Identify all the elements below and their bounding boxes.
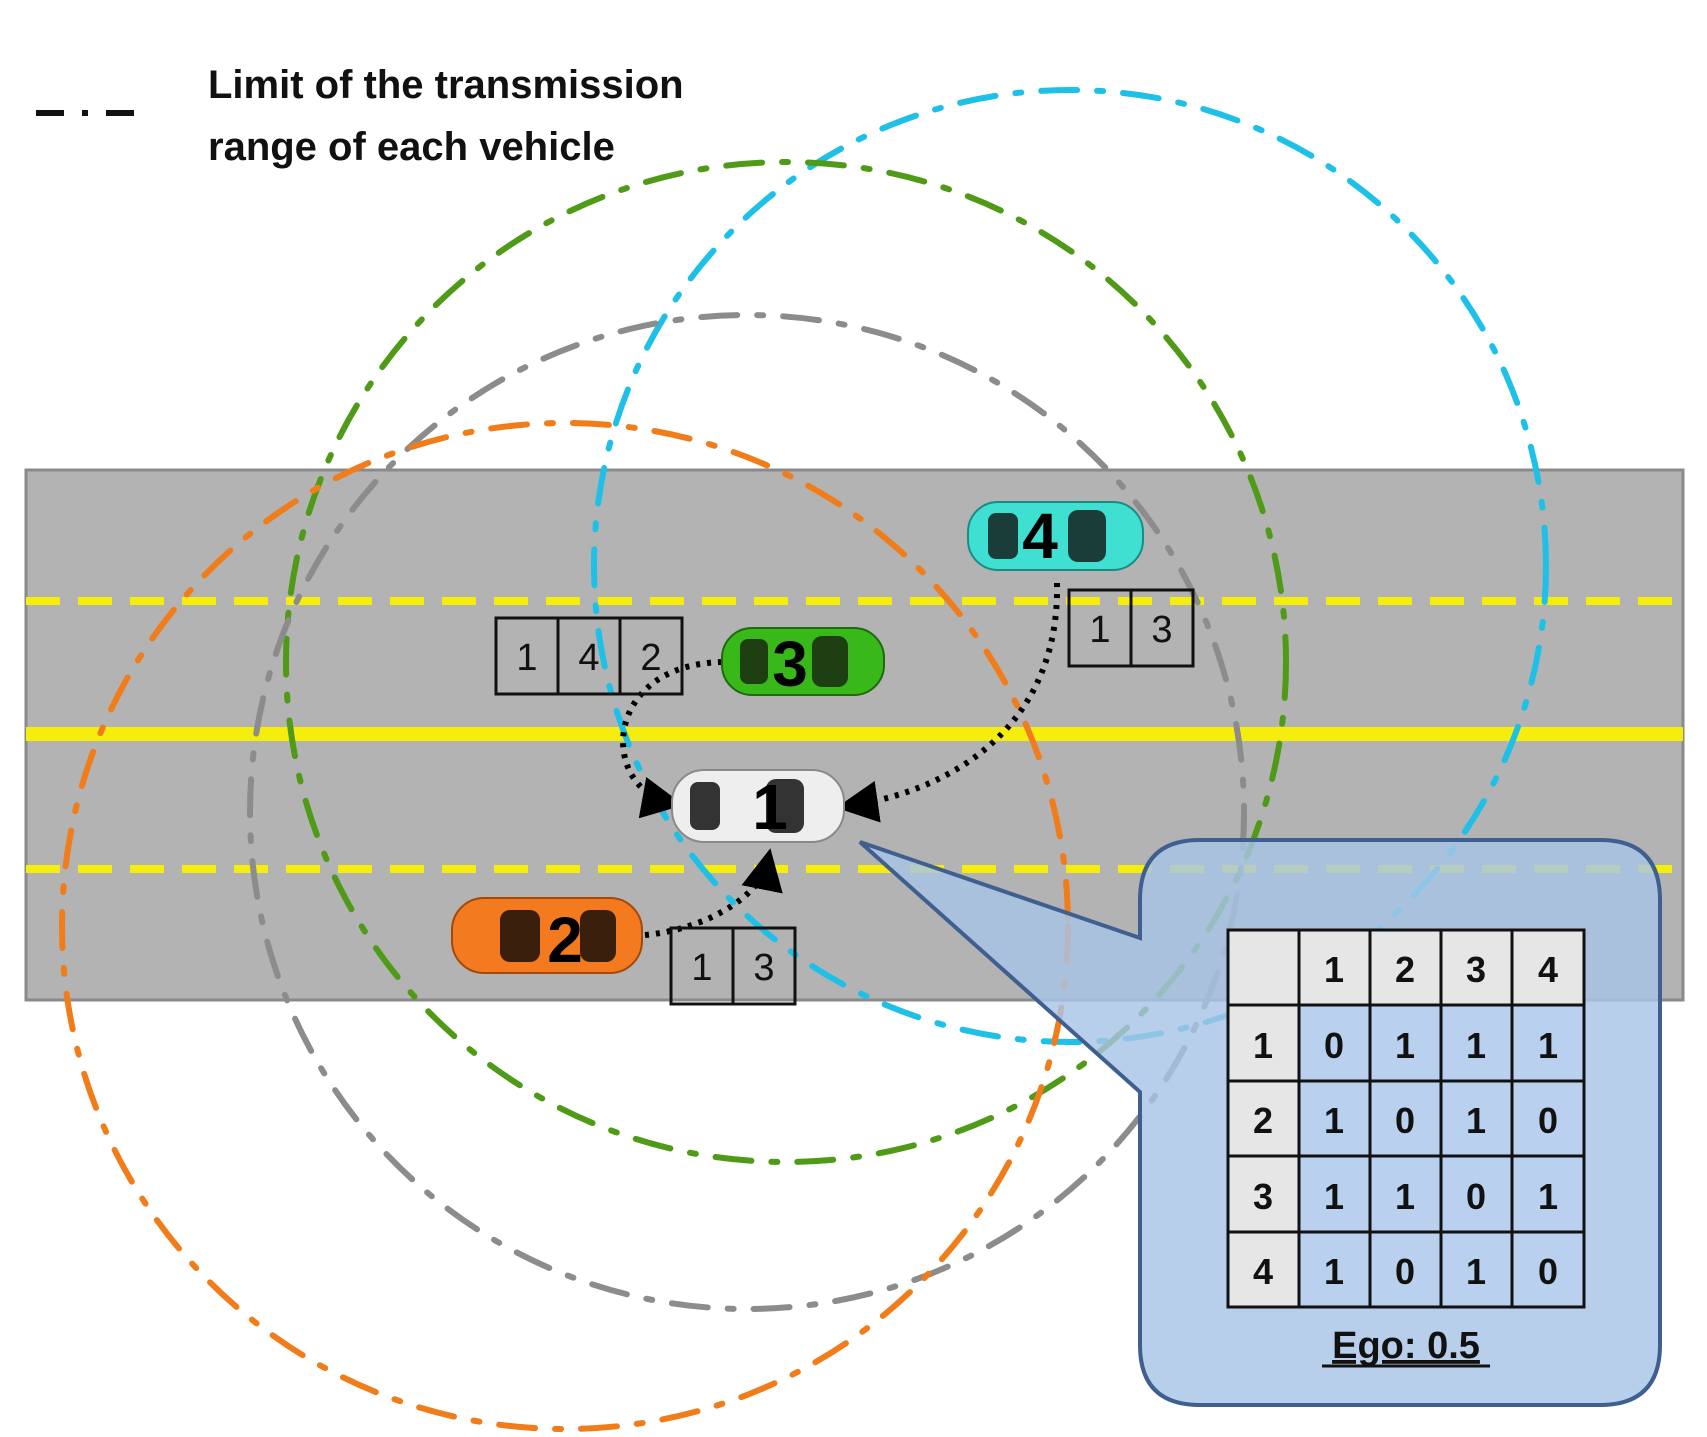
ego-score-label: Ego: 0.5 [1332,1325,1480,1367]
vehicle-3-label: 3 [772,628,808,700]
neighbor-list-vehicle-4: 1 3 [1067,588,1195,668]
vehicle-2-windshield [580,910,616,962]
table-cell: 0 [1395,1100,1415,1141]
neighbor-list-vehicle-3: 1 4 2 [494,616,684,696]
range-circle-vehicle-4 [591,87,1549,1045]
vehicle-4-label: 4 [1022,500,1058,572]
table-cell: 1 [1466,1025,1486,1066]
neighbor-value: 1 [1089,609,1110,651]
adjacency-table-header-col [1228,930,1299,1307]
range-circle-vehicle-3 [283,159,1289,1165]
table-header-cell: 3 [1466,949,1486,990]
table-cell: 1 [1324,1100,1344,1141]
arrow-vehicle3-to-1 [620,659,723,819]
table-cell: 1 [1538,1025,1558,1066]
table-cell: 0 [1466,1176,1486,1217]
table-header-cell: 4 [1538,949,1558,990]
vehicle-1-windshield [766,779,804,833]
table-cell: 0 [1538,1100,1558,1141]
neighbor-value: 3 [1151,609,1172,651]
ego-callout: 1 2 3 4 1 0 1 1 1 2 1 0 1 0 3 1 1 0 1 4 … [858,838,1662,1407]
table-header-cell: 2 [1395,949,1415,990]
table-cell: 0 [1538,1251,1558,1292]
table-cell: 1 [1324,1176,1344,1217]
table-row-header: 3 [1253,1176,1273,1217]
table-cell: 0 [1395,1251,1415,1292]
table-cell: 1 [1538,1176,1558,1217]
neighbor-value: 3 [753,947,774,989]
neighbor-value: 4 [578,637,599,679]
neighbor-cell [618,616,684,696]
table-row-header: 1 [1253,1025,1273,1066]
vehicle-3: 3 [721,627,885,700]
table-cell: 1 [1324,1251,1344,1292]
legend-text-line2: range of each vehicle [208,125,615,169]
vehicle-1-label: 1 [752,771,788,843]
legend-text-line1: Limit of the transmission [208,63,684,107]
table-row-header: 2 [1253,1100,1273,1141]
neighbor-value: 1 [516,637,537,679]
vehicle-2-rear-window [500,910,540,962]
range-circle-vehicle-1 [247,312,1247,1312]
vehicle-2-label: 2 [547,904,583,976]
vehicle-4: 4 [967,500,1144,572]
vehicle-2: 2 [451,897,643,976]
neighbor-cell [731,926,797,1006]
vehicle-4-windshield [1068,510,1106,562]
table-row-header: 4 [1253,1251,1273,1292]
vehicle-3-windshield [812,636,848,687]
table-cell: 1 [1395,1176,1415,1217]
legend: Limit of the transmission range of each … [36,63,684,169]
table-cell: 1 [1466,1251,1486,1292]
neighbor-value: 2 [640,637,661,679]
message-arrows [620,582,1061,938]
table-cell: 1 [1395,1025,1415,1066]
table-cell: 1 [1466,1100,1486,1141]
neighbor-list-vehicle-2: 1 3 [669,926,797,1006]
vehicle-1-ego: 1 [671,769,845,843]
neighbor-cell [1129,588,1195,668]
adjacency-table-grid [1226,928,1586,1309]
table-cell: 0 [1324,1025,1344,1066]
neighbor-value: 1 [691,947,712,989]
vehicle-4-rear-window [988,513,1018,559]
vehicle-3-rear-window [740,639,768,684]
vehicle-1-rear-window [690,782,720,830]
table-header-cell: 1 [1324,949,1344,990]
